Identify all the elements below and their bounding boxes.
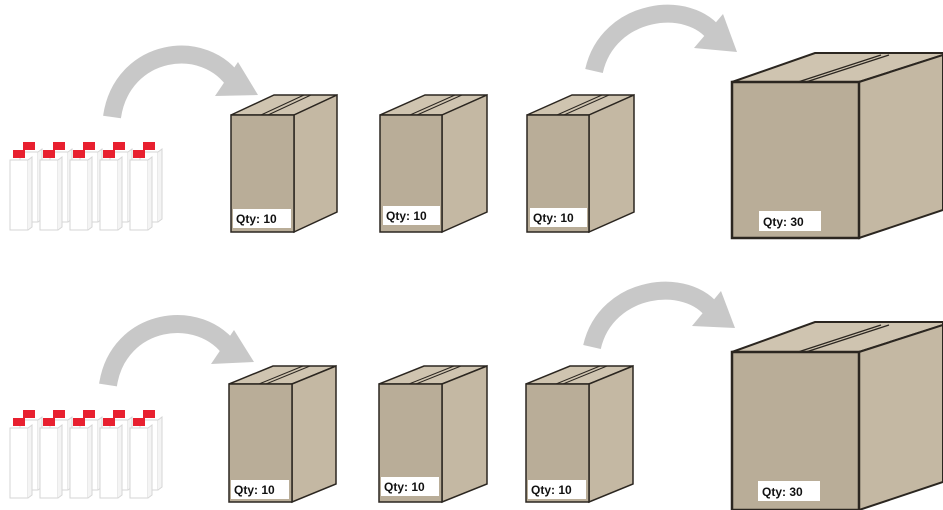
qty-label-bg <box>231 480 289 499</box>
qty-label: Qty: 10 <box>531 483 572 497</box>
boxes-to-large-box-arrow <box>585 4 737 74</box>
qty-label-bg <box>759 211 821 231</box>
qty-label: Qty: 10 <box>234 483 275 497</box>
qty-label-bg <box>528 480 586 499</box>
small-box-2: Qty: 10 <box>379 93 488 234</box>
small-box-2: Qty: 10 <box>378 364 488 504</box>
qty-label: Qty: 10 <box>236 212 277 226</box>
row-top: Qty: 10 Qty: 10 Qty: 10 <box>9 4 943 240</box>
small-box-3: Qty: 10 <box>525 364 634 504</box>
large-box: Qty: 30 <box>730 321 943 510</box>
small-box-1: Qty: 10 <box>228 364 337 504</box>
qty-label-bg <box>758 481 820 501</box>
qty-label-bg <box>530 208 587 227</box>
qty-label-bg <box>383 206 440 225</box>
bottle-group-icon <box>9 409 163 499</box>
qty-label: Qty: 10 <box>384 480 425 494</box>
qty-label-bg <box>233 209 291 228</box>
row-bottom: Qty: 10 Qty: 10 Qty: 10 <box>9 281 943 510</box>
small-box-1: Qty: 10 <box>230 93 338 234</box>
bottles-to-box-arrow <box>99 315 254 387</box>
qty-label: Qty: 30 <box>763 215 804 229</box>
qty-label: Qty: 10 <box>533 211 574 225</box>
qty-label: Qty: 10 <box>386 209 427 223</box>
qty-label: Qty: 30 <box>762 485 803 499</box>
qty-label-bg <box>381 477 439 496</box>
large-box: Qty: 30 <box>730 52 943 240</box>
small-box-3: Qty: 10 <box>526 93 635 234</box>
bottle-group-icon <box>9 141 163 231</box>
bottles-to-box-arrow <box>103 45 258 119</box>
boxes-to-large-box-arrow <box>583 281 735 350</box>
